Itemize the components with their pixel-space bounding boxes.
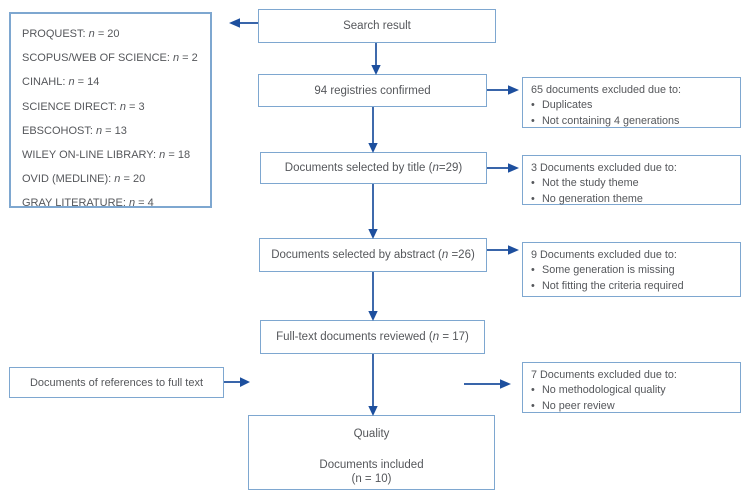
exclusion-box-fulltext: 7 Documents excluded due to: •No methodo… <box>522 362 741 413</box>
exclusion-head: 65 documents excluded due to: <box>531 84 682 96</box>
selected-by-abstract-box: Documents selected by abstract (n =26) <box>259 238 487 272</box>
exclusion-head: 3 Documents excluded due to: <box>531 162 677 174</box>
exclusion-bullet: •Not containing 4 generations <box>531 114 680 127</box>
source-item: WILEY ON-LINE LIBRARY: n = 18 <box>22 149 191 162</box>
selected-by-title-box: Documents selected by title (n=29) <box>260 152 487 184</box>
exclusion-bullet: •No methodological quality <box>531 384 666 397</box>
arrow-registries-to-exclusion1 <box>487 85 519 95</box>
arrow-flow-to-exclusion4 <box>464 379 511 389</box>
exclusion-box-title: 3 Documents excluded due to: •Not the st… <box>522 155 741 205</box>
arrow-search-to-registries <box>371 43 381 75</box>
source-item: EBSCOHOST: n = 13 <box>22 124 127 137</box>
exclusion-box-duplicates: 65 documents excluded due to: •Duplicate… <box>522 77 741 128</box>
arrow-fulltext-to-quality <box>368 354 378 416</box>
exclusion-head: 7 Documents excluded due to: <box>531 369 677 381</box>
source-item: PROQUEST: n = 20 <box>22 28 120 40</box>
quality-label: Quality <box>353 428 390 440</box>
exclusion-bullet: •Not fitting the criteria required <box>531 279 684 292</box>
references-label: Documents of references to full text <box>29 376 204 389</box>
sources-box: PROQUEST: n = 20 SCOPUS/WEB OF SCIENCE: … <box>9 12 212 209</box>
exclusion-bullet: •Duplicates <box>531 99 593 112</box>
source-item: SCIENCE DIRECT: n = 3 <box>22 100 145 113</box>
exclusion-bullet: •Some generation is missing <box>531 264 675 277</box>
exclusion-bullet: •No generation theme <box>531 192 643 205</box>
registries-confirmed-box: 94 registries confirmed <box>258 74 487 107</box>
arrow-registries-to-title <box>368 107 378 153</box>
documents-included-count: (n = 10) <box>351 473 392 485</box>
search-result-label: Search result <box>343 20 411 32</box>
exclusion-bullet: •Not the study theme <box>531 177 639 190</box>
references-box: Documents of references to full text <box>9 367 224 398</box>
fulltext-reviewed-box: Full-text documents reviewed (n = 17) <box>260 320 485 354</box>
arrow-abstract-to-fulltext <box>368 272 378 321</box>
registries-confirmed-label: 94 registries confirmed <box>314 84 431 97</box>
arrow-search-to-sources <box>229 18 258 28</box>
documents-included-box: Quality Documents included (n = 10) <box>248 415 495 490</box>
arrow-abstract-to-exclusion3 <box>487 245 519 255</box>
exclusion-box-abstract: 9 Documents excluded due to: •Some gener… <box>522 242 741 297</box>
source-item: GRAY LITERATURE: n = 4 <box>22 197 154 210</box>
fulltext-reviewed-label: Full-text documents reviewed (n = 17) <box>276 331 469 343</box>
selected-by-abstract-label: Documents selected by abstract (n =26) <box>271 249 475 261</box>
exclusion-head: 9 Documents excluded due to: <box>531 249 677 261</box>
documents-included-label: Documents included <box>319 459 424 471</box>
arrow-title-to-abstract <box>368 184 378 239</box>
source-item: CINAHL: n = 14 <box>22 76 100 89</box>
selected-by-title-label: Documents selected by title (n=29) <box>284 162 463 174</box>
search-result-box: Search result <box>258 9 496 43</box>
arrow-title-to-exclusion2 <box>487 163 519 173</box>
source-item: SCOPUS/WEB OF SCIENCE: n = 2 <box>22 52 198 65</box>
source-item: OVID (MEDLINE): n = 20 <box>22 173 146 186</box>
arrow-references-to-flow <box>224 377 250 387</box>
exclusion-bullet: •No peer review <box>531 399 615 412</box>
